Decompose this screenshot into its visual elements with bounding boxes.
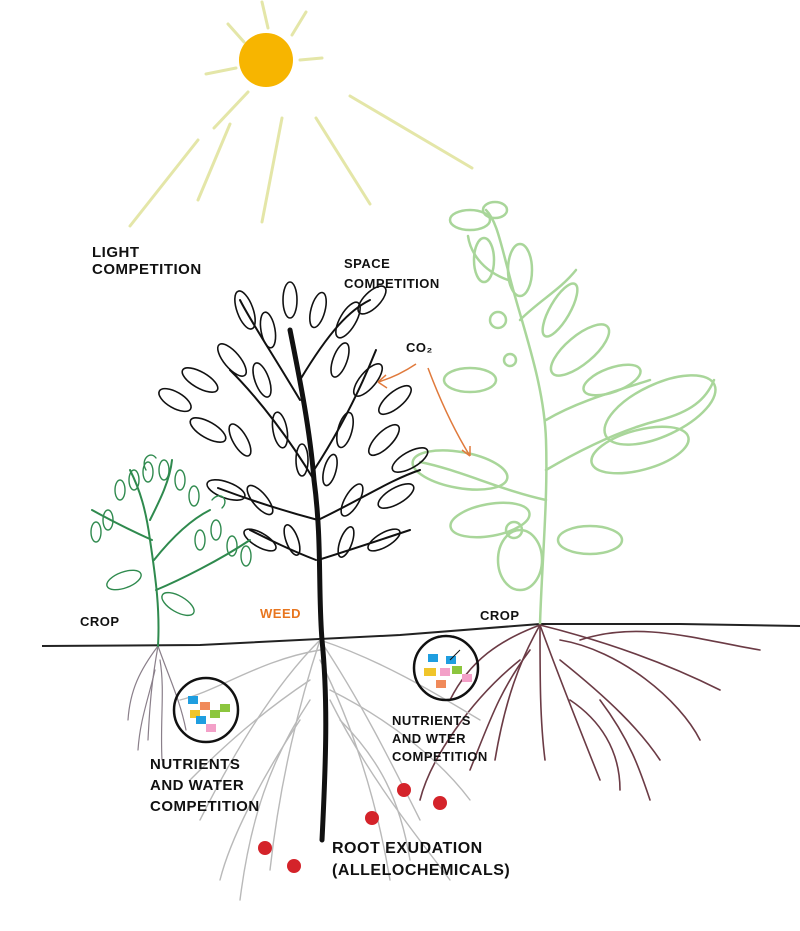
nutrients-water-left-label: NUTRIENTS AND WATER COMPETITION	[150, 756, 260, 815]
right-crop-roots	[419, 624, 761, 801]
co2-label: CO₂	[406, 340, 433, 355]
nutrient-circle-right	[412, 634, 480, 702]
right-crop-plant	[411, 200, 717, 626]
weed-roots	[179, 639, 481, 901]
space-competition-label: SPACE COMPETITION	[344, 256, 440, 291]
nutrient-circle-left	[172, 676, 240, 744]
sun-icon	[128, 0, 474, 228]
sun-rays	[128, 0, 474, 228]
light-competition-label: LIGHT COMPETITION	[92, 244, 202, 278]
crop-right-label: CROP	[480, 608, 520, 623]
left-crop-plant	[90, 454, 252, 647]
left-crop-roots	[127, 645, 187, 761]
allelochemical-dots	[258, 783, 447, 873]
root-exudation-label: ROOT EXUDATION (ALLELOCHEMICALS)	[332, 840, 511, 879]
ground-line	[41, 623, 800, 647]
crop-left-label: CROP	[80, 614, 120, 629]
nutrients-water-right-label: NUTRIENTS AND WTER COMPETITION	[392, 713, 488, 764]
weed-plant	[158, 281, 429, 843]
weed-label: WEED	[260, 606, 301, 621]
co2-arrows	[377, 363, 471, 457]
